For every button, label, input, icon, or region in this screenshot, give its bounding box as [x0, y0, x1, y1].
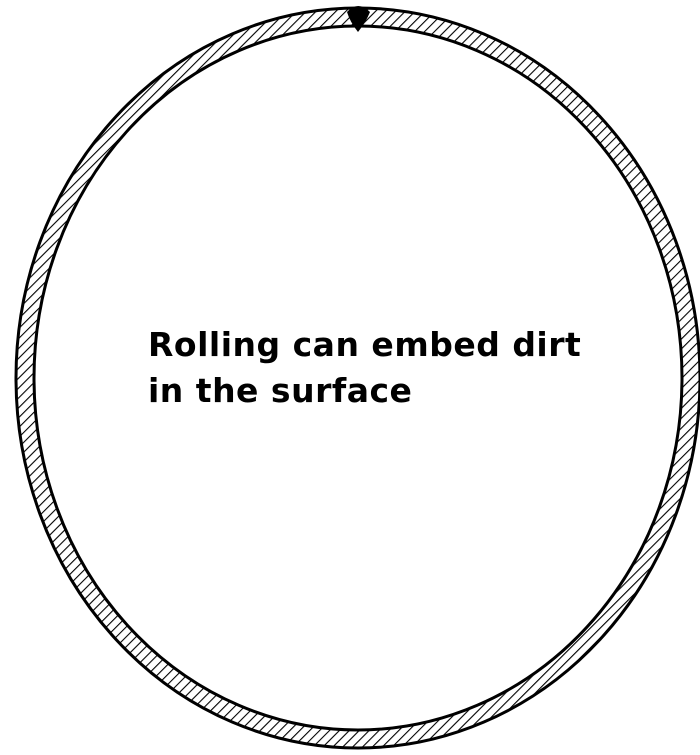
caption-line-1: Rolling can embed dirt	[148, 322, 628, 368]
diagram-caption: Rolling can embed dirt in the surface	[148, 322, 628, 414]
caption-line-2: in the surface	[148, 368, 628, 414]
